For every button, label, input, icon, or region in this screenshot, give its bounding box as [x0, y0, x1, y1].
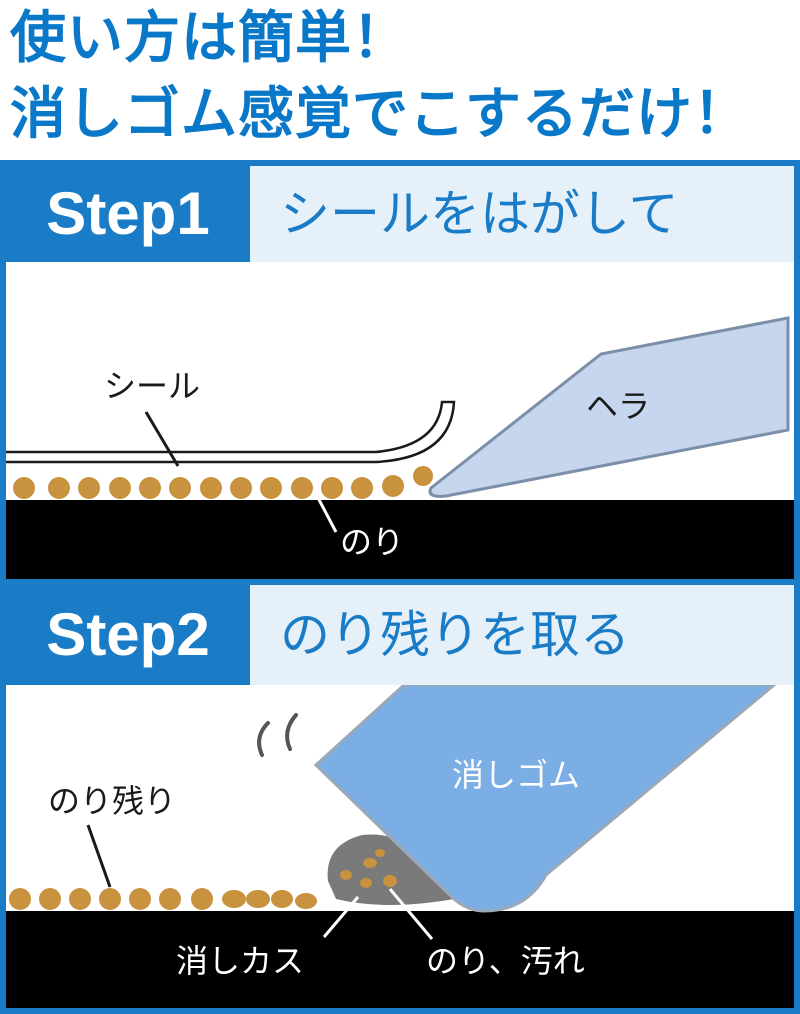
spatula-shape: [428, 316, 790, 498]
step-2-label: Step2: [6, 585, 250, 685]
callout-glue: のり: [340, 523, 405, 561]
callout-glue-dirt: のり、汚れ: [426, 942, 585, 980]
step-2-diagram: のり残り 消しゴム 消しカス のり、汚れ: [6, 683, 794, 1008]
motion-marks: [257, 713, 298, 757]
step-1-title: シールをはがして: [280, 185, 679, 243]
step-1-panel: Step1 シールをはがして: [0, 160, 800, 585]
crumbs-leader: [322, 896, 360, 938]
step-2-illustration: [6, 683, 794, 1008]
sticker-shape: [6, 400, 456, 464]
callout-spatula: ヘラ: [586, 387, 651, 425]
step-1-diagram: シール ヘラ のり: [6, 262, 794, 579]
eraser-shape: [313, 683, 779, 913]
glue-bits: [340, 849, 397, 888]
headline-line-2: 消しゴム感覚でこするだけ！: [10, 82, 750, 147]
callout-sticker: シール: [104, 367, 201, 405]
glue-leader: [314, 493, 338, 533]
callout-residue: のり残り: [48, 782, 177, 820]
step-2-title: のり残りを取る: [280, 606, 630, 664]
glue-dots: [13, 466, 433, 499]
step-1-illustration: [6, 316, 794, 579]
headline-line-1: 使い方は簡単！: [10, 6, 409, 71]
callout-eraser: 消しゴム: [452, 756, 581, 794]
glue-residue-dots: [9, 888, 317, 910]
step-2-panel: Step2 のり残りを取る: [0, 585, 800, 1014]
surface: [6, 911, 794, 1008]
glue-dirt-leader: [388, 888, 434, 940]
step-1-label: Step1: [6, 166, 250, 262]
surface: [6, 500, 794, 579]
callout-eraser-crumbs: 消しカス: [176, 942, 305, 980]
residue-leader: [86, 824, 112, 888]
sticker-leader: [144, 411, 180, 467]
eraser-crumbs-shape: [327, 834, 454, 905]
